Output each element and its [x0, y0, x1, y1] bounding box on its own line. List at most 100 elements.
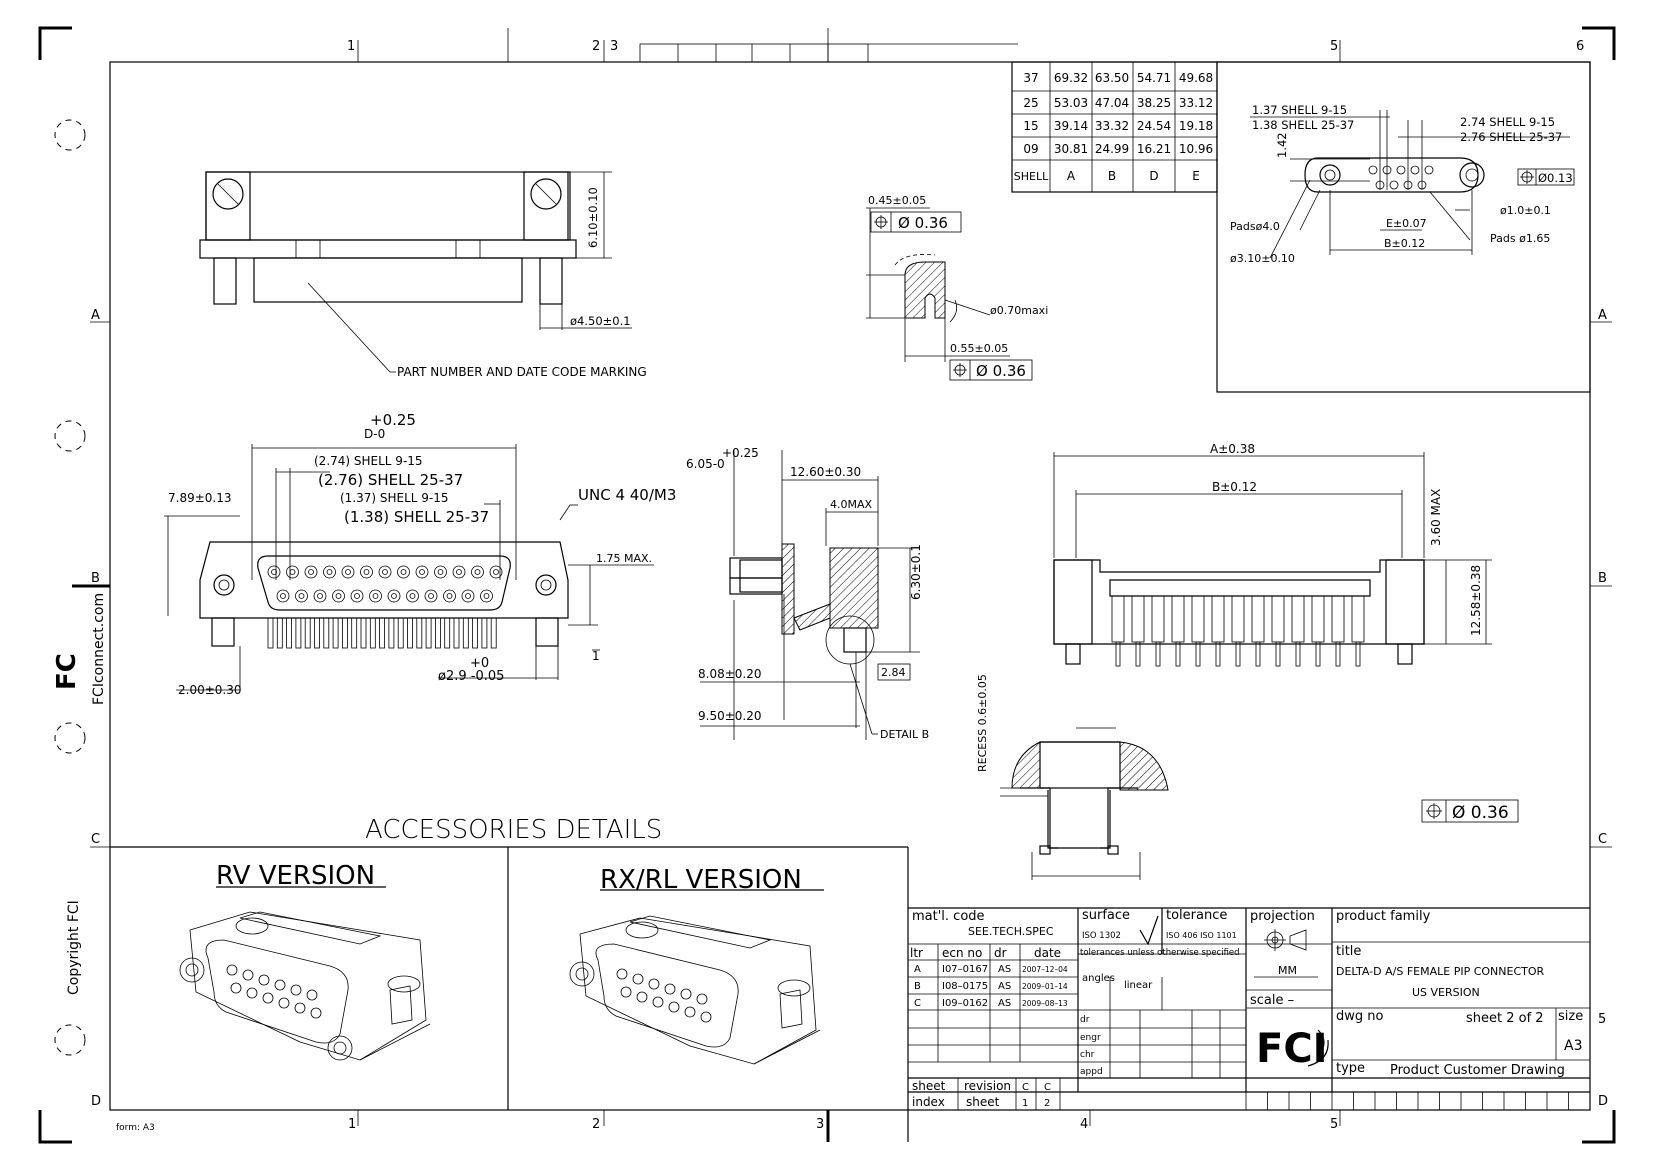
table-header: B	[1108, 169, 1116, 183]
zone-bottom-2: 2	[592, 1117, 600, 1132]
marking-note: PART NUMBER AND DATE CODE MARKING	[397, 365, 647, 379]
contact	[1351, 595, 1365, 643]
size-label: size	[1558, 1009, 1583, 1024]
front-shell-1: (2.74) SHELL 9-15	[314, 454, 423, 468]
front-dia: ø2.9 -0.05	[438, 669, 504, 684]
right-a-dim: A±0.38	[1210, 442, 1255, 456]
contact-hole-center	[372, 593, 379, 599]
contact-hole-center	[493, 569, 499, 575]
pcb-tail	[388, 617, 395, 649]
zone-right-5: 5	[1598, 1012, 1606, 1027]
contact-hole-center	[317, 593, 323, 599]
revision-label: revision	[964, 1079, 1011, 1093]
rev-c-date: 2009–08–13	[1022, 999, 1068, 1008]
contact-hole	[434, 565, 447, 579]
table-header: D	[1149, 169, 1158, 183]
tolerance-iso: ISO 406 ISO 1101	[1166, 931, 1237, 940]
sheet-label: sheet	[966, 1095, 1000, 1109]
surface-label: surface	[1082, 908, 1130, 923]
contact-tail	[1335, 641, 1341, 667]
contact-hole-center	[428, 593, 434, 599]
pcb-tail	[434, 617, 441, 649]
rev-a-date: 2007–12–04	[1022, 965, 1068, 974]
zone-top-6: 6	[1576, 39, 1584, 54]
linear-label: linear	[1124, 980, 1153, 991]
pcb-mount-hole: ø3.10±0.10	[1230, 252, 1295, 265]
contact	[1111, 595, 1125, 643]
angles-label: angles	[1082, 973, 1115, 984]
contact-hole	[461, 589, 475, 603]
front-d-tol: D-0	[364, 427, 385, 441]
zone-bottom-5: 5	[1330, 1117, 1338, 1132]
right-contacts	[1111, 595, 1365, 667]
projection-symbol	[1264, 929, 1307, 951]
rev-c-ecn: I09–0162	[942, 998, 988, 1009]
pcb-dim-shell-1a: 1.37 SHELL 9-15	[1252, 103, 1347, 117]
rev-a-ltr: A	[914, 964, 921, 975]
recess-label: RECESS 0.6±0.05	[976, 674, 989, 772]
front-max-175: 1.75 MAX.	[596, 552, 652, 565]
zone-bottom-3: 3	[816, 1117, 824, 1132]
contact-hole-center	[483, 593, 490, 599]
right-height-max: 3.60 MAX	[1429, 489, 1443, 546]
contact-tail	[1235, 641, 1241, 667]
front-tails	[267, 617, 497, 649]
product-family-label: product family	[1336, 909, 1431, 924]
contact-tail	[1115, 641, 1121, 667]
type-value: Product Customer Drawing	[1390, 1063, 1565, 1078]
copyright-text: Copyright FCI	[66, 900, 82, 995]
detail-dia-max: ø0.70maxi	[990, 304, 1048, 317]
size-value: A3	[1564, 1038, 1582, 1054]
title-label: title	[1336, 944, 1361, 959]
right-view	[1053, 452, 1492, 665]
table-cell: 47.04	[1095, 96, 1129, 110]
contact-hole-center	[363, 569, 370, 575]
front-left-dim: 7.89±0.13	[168, 491, 232, 505]
pcb-hole-dia: ø1.0±0.1	[1500, 204, 1551, 217]
title-block	[908, 907, 1590, 1110]
contact-hole-center	[465, 593, 471, 599]
table-cell: 24.54	[1137, 119, 1171, 133]
contact-hole	[452, 565, 466, 579]
drawing-title-line-1: DELTA-D A/S FEMALE PIP CONNECTOR	[1336, 965, 1545, 978]
pcb-tail	[276, 617, 283, 649]
pcb-position-tol: Ø0.13	[1538, 171, 1573, 185]
front-unc-thread: UNC 4 40/M3	[578, 486, 676, 504]
contact-hole	[304, 565, 318, 579]
contact-hole-center	[271, 569, 277, 575]
zone-left-a: A	[91, 308, 100, 323]
surface-iso: ISO 1302	[1082, 931, 1121, 941]
fci-logo-arc	[1307, 1039, 1329, 1067]
contact-hole-center	[382, 569, 388, 575]
contact-hole-center	[354, 593, 360, 599]
contact-hole	[378, 565, 392, 579]
contact-tail	[1315, 641, 1321, 667]
table-cell: 37	[1023, 71, 1038, 85]
rev-c-dr: AS	[998, 998, 1011, 1009]
table-cell: 39.14	[1054, 119, 1088, 133]
rx-connector-sketch	[569, 915, 821, 1065]
pcb-tail	[295, 617, 302, 649]
rev-b-date: 2009–01–14	[1022, 982, 1068, 991]
contact-hole	[323, 565, 336, 579]
matl-spec: SEE.TECH.SPEC	[968, 925, 1054, 938]
zone-ticks	[72, 28, 1612, 1142]
contact-tail	[1215, 641, 1221, 667]
table-header: SHELL	[1014, 170, 1049, 183]
accessories-title: ACCESSORIES DETAILS	[365, 815, 662, 845]
side-height-dim: 6.30±0.1	[909, 544, 923, 600]
contact-hole	[350, 589, 364, 603]
detail-pin-view	[866, 207, 1033, 381]
side-dim-808: 8.08±0.20	[698, 667, 762, 681]
fci-logo: FCI	[1256, 1026, 1328, 1072]
rev-header-date: date	[1034, 946, 1061, 960]
zone-left-d: D	[91, 1094, 101, 1109]
contact-hole	[341, 565, 355, 579]
rev-header-dr: dr	[994, 946, 1007, 960]
zone-top-1: 1	[347, 39, 355, 54]
front-shell-3: (1.37) SHELL 9-15	[340, 491, 449, 505]
front-bottom-left-dim: 2.00±0.30	[178, 683, 242, 697]
top-view	[199, 171, 632, 373]
contact-hole-center	[446, 593, 453, 599]
